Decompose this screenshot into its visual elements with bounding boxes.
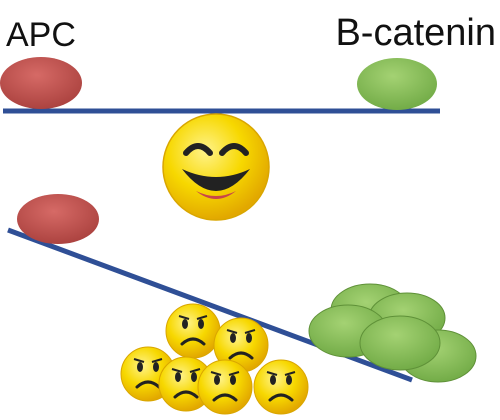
happy-face-icon xyxy=(162,113,270,221)
apc-blob xyxy=(0,57,82,109)
beta-catenin-label: B-catenin xyxy=(335,12,496,54)
sad-face-icon xyxy=(196,358,254,416)
beta-catenin-blob xyxy=(357,58,437,110)
beta-catenin-cluster xyxy=(308,283,477,383)
sad-face-cluster xyxy=(119,302,310,416)
sad-face-icon xyxy=(164,302,222,360)
apc-label: APC xyxy=(6,16,76,54)
balanced-scale xyxy=(0,57,440,114)
apc-blob xyxy=(17,194,99,244)
sad-face-icon xyxy=(252,358,310,416)
tilted-scale xyxy=(7,194,477,416)
